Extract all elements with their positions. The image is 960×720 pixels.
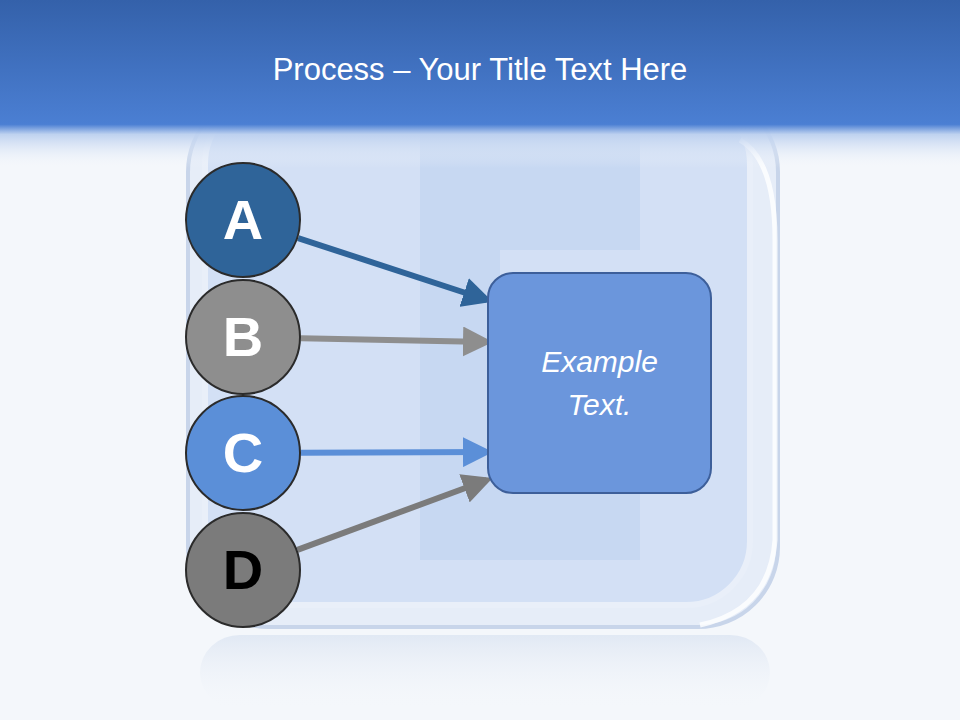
step-circle: B [185, 279, 301, 395]
slide-title: Process – Your Title Text Here [0, 52, 960, 88]
process-box: Example Text. [487, 272, 712, 494]
flow-arrow [301, 449, 487, 456]
step-letter: A [223, 192, 263, 248]
step-letter: C [223, 425, 263, 481]
flow-arrow [298, 238, 487, 300]
step-circle: D [185, 512, 301, 628]
step-letter: D [223, 542, 263, 598]
title-band [0, 0, 960, 168]
flow-arrow [301, 338, 487, 342]
step-letter: B [223, 309, 263, 365]
step-circle: C [185, 395, 301, 511]
box-text: Example Text. [523, 340, 676, 427]
device-reflection [200, 635, 770, 710]
step-circle: A [185, 162, 301, 278]
flow-arrow [297, 480, 487, 550]
